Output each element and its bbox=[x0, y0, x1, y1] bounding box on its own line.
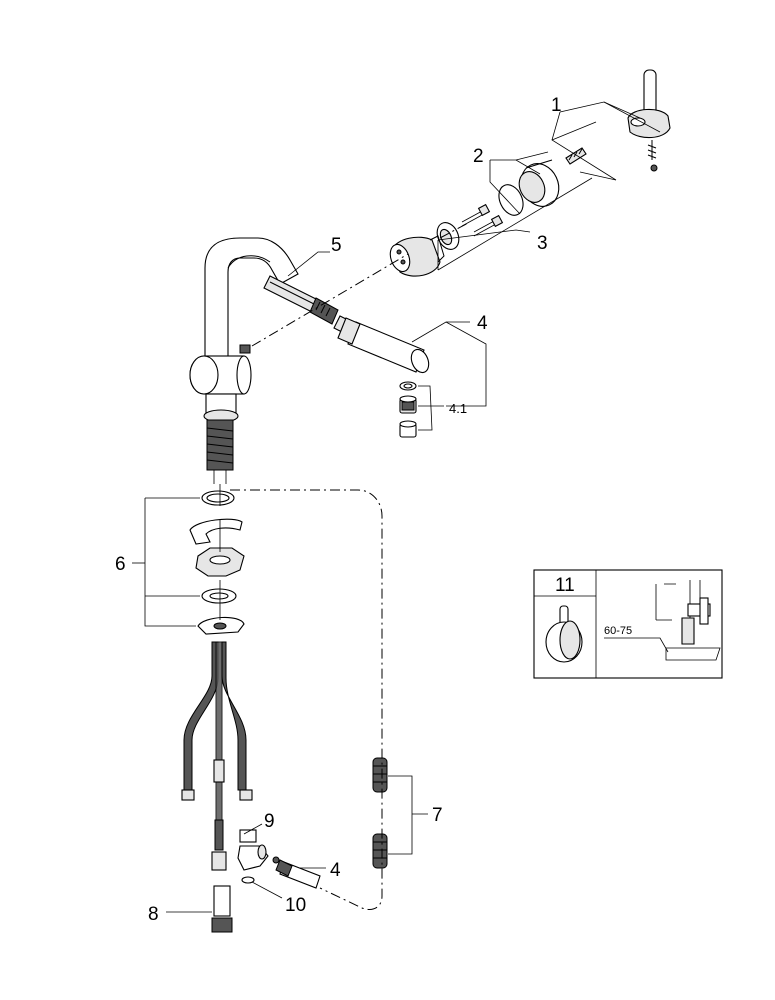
leader-lines-spout bbox=[287, 251, 487, 431]
supply-hoses bbox=[181, 641, 253, 871]
aerator-set bbox=[399, 381, 417, 438]
spray-hose-end bbox=[272, 856, 326, 889]
axis-line-cartridge bbox=[439, 221, 471, 239]
callout-4: 4 bbox=[477, 313, 488, 334]
callout-8: 8 bbox=[148, 904, 159, 925]
callout-7: 7 bbox=[432, 805, 443, 826]
cartridge-nut-ring bbox=[436, 222, 460, 250]
mounting-set bbox=[132, 490, 245, 635]
hose-connector bbox=[166, 885, 233, 933]
callout-10: 10 bbox=[285, 895, 306, 916]
hose-weights bbox=[372, 757, 428, 869]
callout-1: 1 bbox=[551, 95, 562, 116]
callout-5: 5 bbox=[331, 235, 342, 256]
callout-3: 3 bbox=[537, 233, 548, 254]
callout-9: 9 bbox=[264, 811, 275, 832]
shutoff-valve bbox=[237, 823, 269, 871]
faucet-body bbox=[189, 237, 299, 484]
inset-number: 11 bbox=[555, 575, 575, 596]
grub-screw bbox=[565, 147, 587, 165]
cartridge-cover-cap bbox=[498, 159, 560, 216]
lever-handle bbox=[627, 69, 671, 172]
spray-head bbox=[337, 317, 430, 374]
leader-lines-top bbox=[437, 101, 661, 271]
cartridge bbox=[389, 235, 445, 277]
spout-hose bbox=[263, 275, 353, 335]
callout-2: 2 bbox=[473, 146, 484, 167]
callout-4-lower: 4 bbox=[330, 860, 341, 881]
seal-ring bbox=[241, 876, 283, 899]
callout-6: 6 bbox=[115, 554, 126, 575]
hose-route bbox=[230, 489, 383, 910]
inset-dimension: 60-75 bbox=[604, 625, 632, 637]
callout-4-1: 4.1 bbox=[449, 401, 467, 416]
cartridge-screws bbox=[461, 203, 504, 237]
inset-box bbox=[533, 569, 723, 679]
